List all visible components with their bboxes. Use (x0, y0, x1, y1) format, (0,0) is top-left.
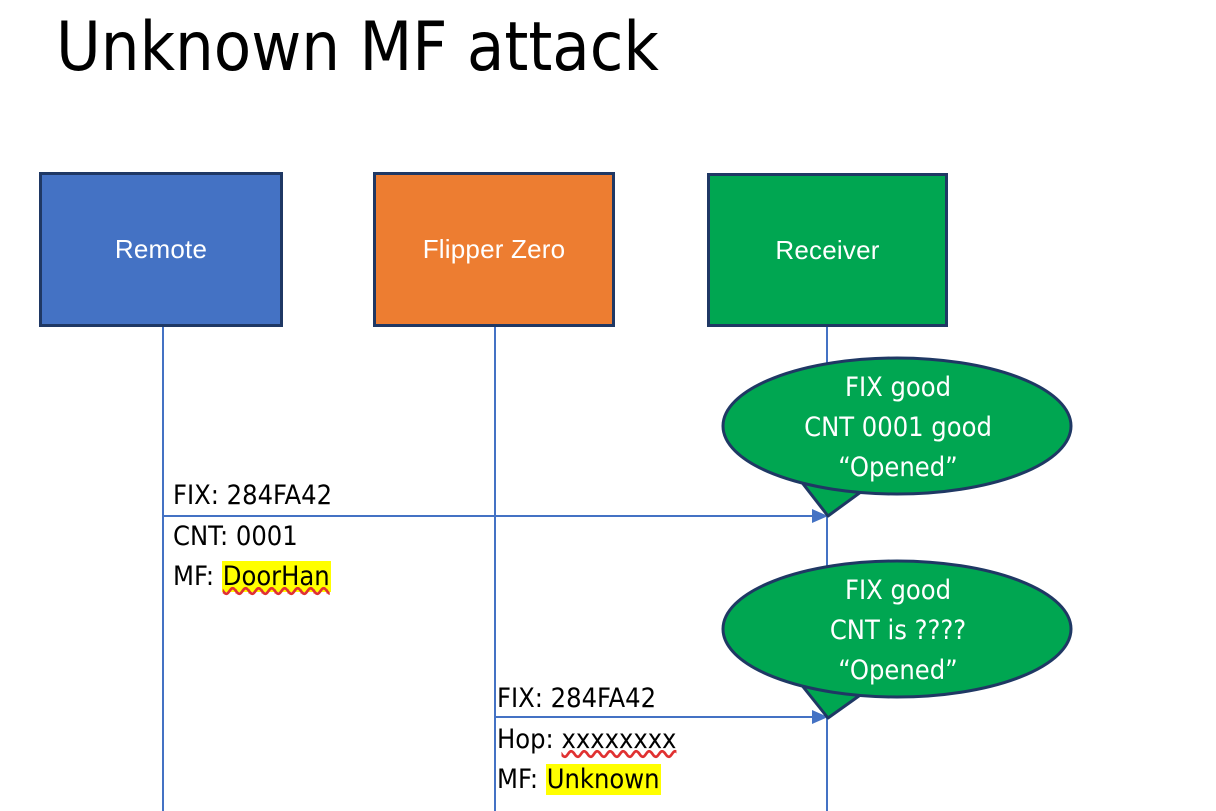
message-2-label-below: Hop: xxxxxxxx MF: Unknown (497, 720, 676, 800)
message-arrow-2-head (812, 710, 828, 724)
message-1-mf-key: MF: (173, 561, 222, 592)
speech-bubble-2-line-1: FIX good (844, 575, 952, 606)
speech-bubble-2 (721, 559, 1073, 720)
speech-bubble-1-line-3: “Opened” (838, 452, 958, 483)
actor-box-receiver[interactable]: Receiver (707, 173, 948, 327)
page-title: Unknown MF attack (56, 8, 659, 87)
speech-bubble-1-line-2: CNT 0001 good (804, 412, 992, 443)
speech-bubble-1-line-1: FIX good (844, 372, 952, 403)
message-2-hop-key: Hop: (497, 724, 562, 755)
message-1-label-above: FIX: 284FA42 (173, 476, 332, 516)
message-2-mf-key: MF: (497, 764, 546, 795)
message-2-hop-value: xxxxxxxx (561, 724, 677, 755)
message-1-label-below: CNT: 0001 MF: DoorHan (173, 517, 331, 597)
message-2-label-above: FIX: 284FA42 (497, 679, 656, 719)
actor-box-flipper[interactable]: Flipper Zero (373, 172, 615, 327)
message-2-fix-line: FIX: 284FA42 (497, 683, 657, 714)
speech-bubble-2-line-3: “Opened” (838, 655, 958, 686)
speech-bubble-1-text: FIX good CNT 0001 good “Opened” (723, 368, 1073, 488)
message-1-mf-value: DoorHan (221, 561, 331, 592)
actor-box-remote[interactable]: Remote (39, 172, 283, 327)
message-2-mf-value: Unknown (545, 764, 661, 795)
actor-label-flipper: Flipper Zero (422, 234, 566, 264)
actor-label-receiver: Receiver (775, 234, 880, 265)
message-2-hop-line: Hop: xxxxxxxx (497, 720, 676, 760)
message-1-fix-line: FIX: 284FA42 (173, 480, 333, 511)
speech-bubble-2-line-2: CNT is ???? (829, 615, 967, 646)
message-arrow-1-head (812, 509, 828, 523)
speech-bubble-2-text: FIX good CNT is ???? “Opened” (723, 571, 1073, 691)
message-2-mf-line: MF: Unknown (497, 760, 676, 800)
speech-bubble-1 (721, 356, 1073, 518)
message-1-mf-line: MF: DoorHan (173, 557, 331, 597)
actor-label-remote: Remote (114, 234, 208, 264)
speech-bubble-1-body (721, 356, 1073, 496)
message-1-cnt-line: CNT: 0001 (173, 521, 298, 552)
speech-bubble-2-body (721, 559, 1073, 699)
